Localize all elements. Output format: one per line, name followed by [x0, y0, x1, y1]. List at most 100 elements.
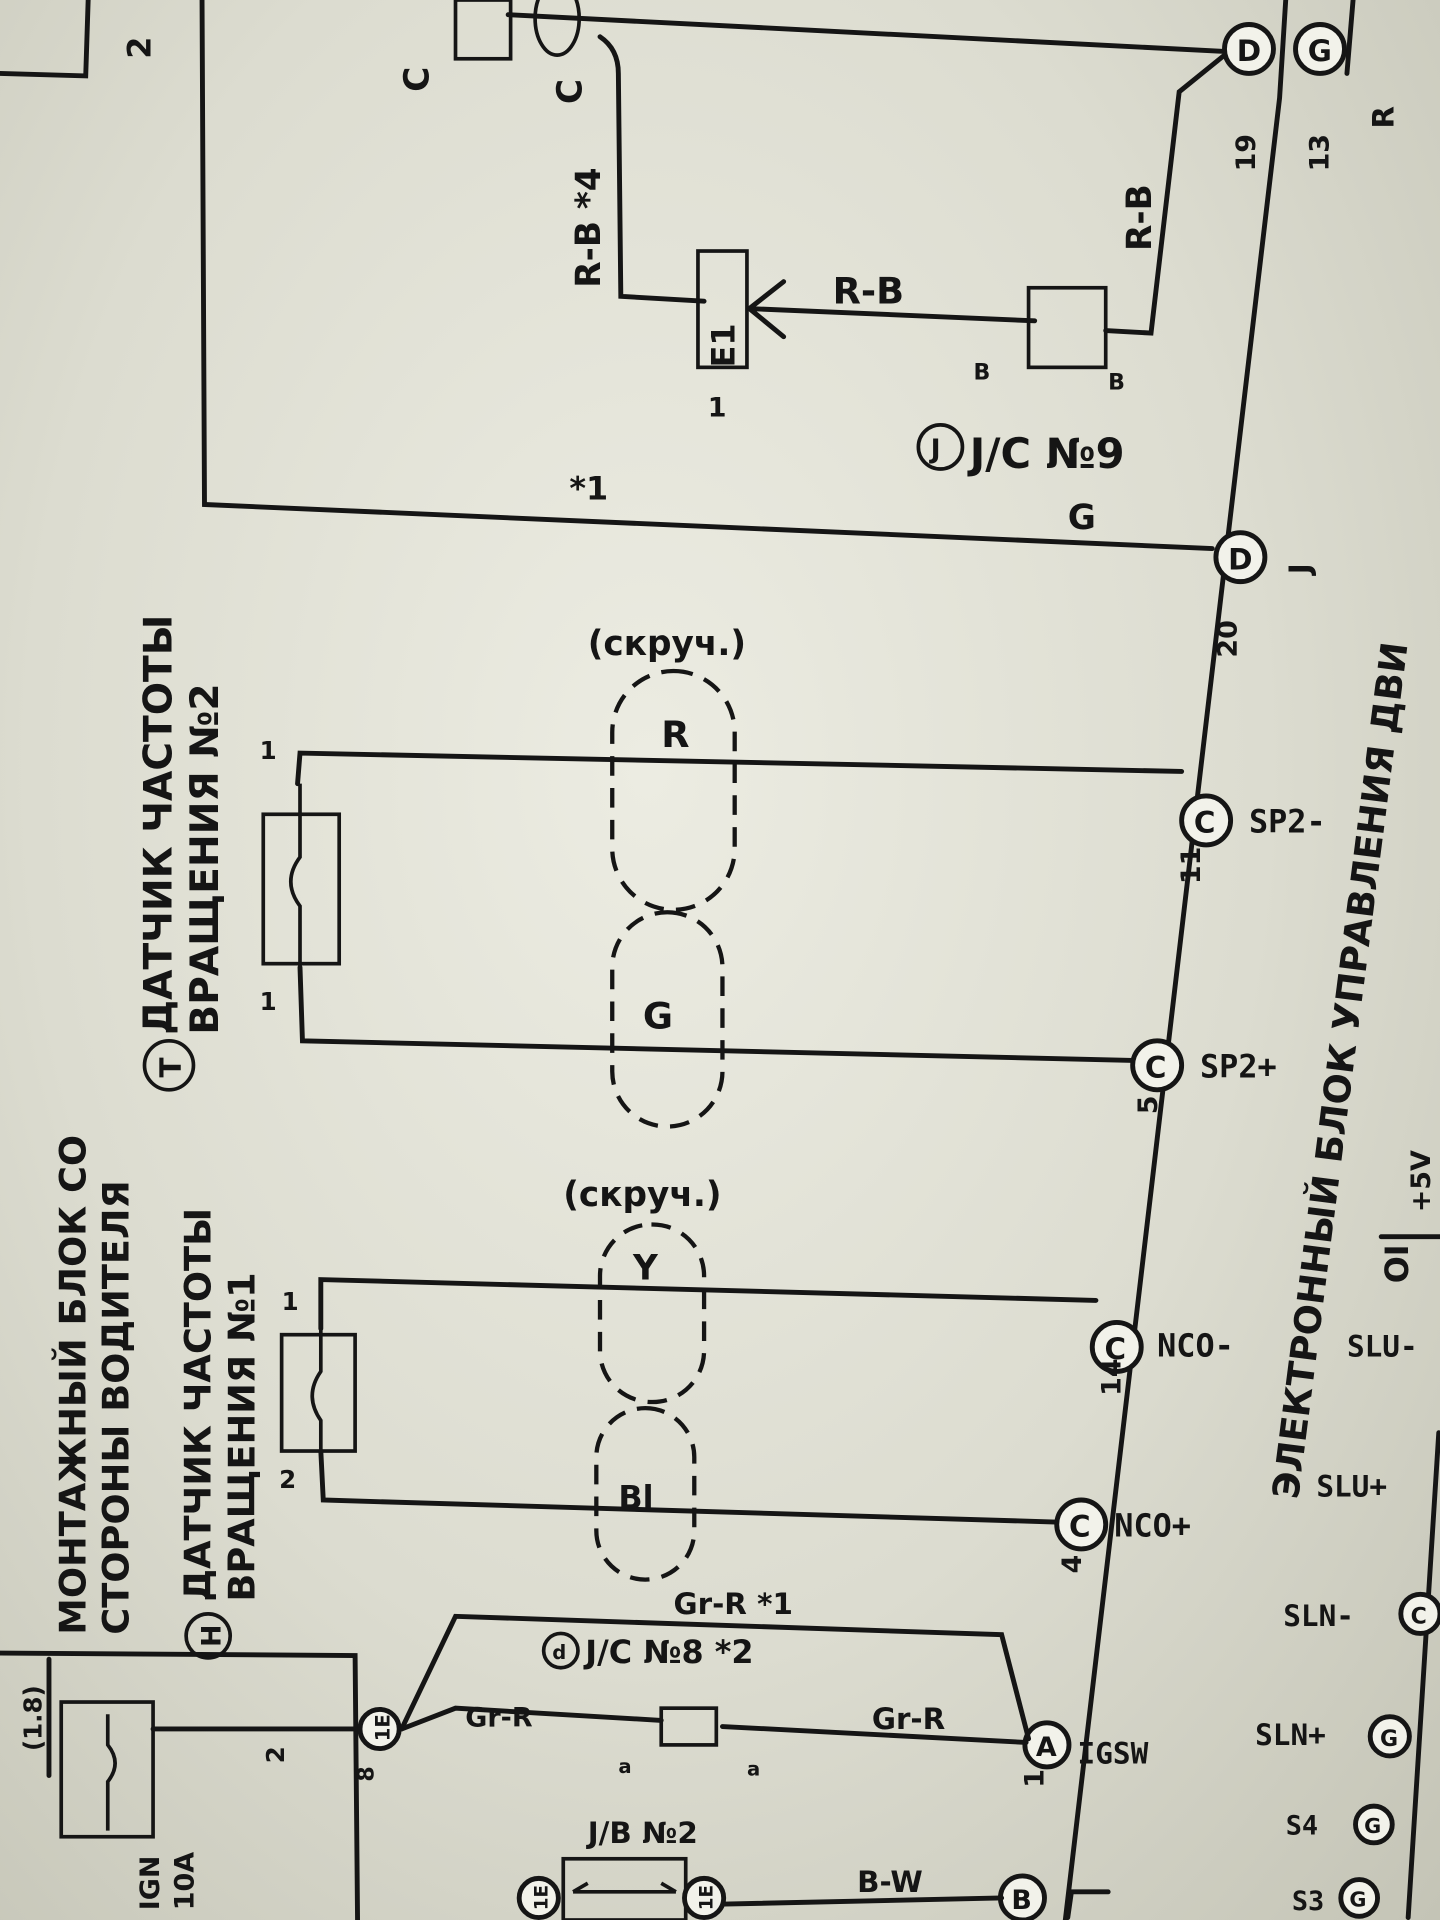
right-misc-label: OI: [1378, 1244, 1416, 1283]
wire-g: [297, 964, 1136, 1063]
jc8-marker: [541, 1631, 580, 1670]
svg-text:D: D: [1228, 542, 1252, 576]
sensor1-label: ДАТЧИК ЧАСТОТЫ: [177, 1208, 220, 1602]
pin-label: 1: [282, 1287, 299, 1316]
junction-block-label: МОНТАЖНЫЙ БЛОК СО: [51, 1135, 95, 1635]
wire-label-grr: Gr-R: [872, 1702, 946, 1736]
wire-bw: [722, 1895, 1005, 1907]
ecu-pin-nco-minus: C 14 NCO-: [1089, 1320, 1234, 1396]
jc8-box: [659, 1706, 719, 1747]
twisted-pair-y: [597, 1222, 707, 1405]
pin-label: 2: [279, 1465, 296, 1494]
wire-g-loop: [199, 0, 1215, 552]
wire-grr-1: [399, 1613, 1032, 1742]
connector-label: G: [1364, 1814, 1381, 1838]
svg-text:NCO-: NCO-: [1157, 1327, 1234, 1365]
pin-label: a: [618, 1755, 631, 1778]
pin-label: a: [747, 1758, 760, 1781]
connector-label: 1E: [697, 1885, 718, 1910]
pin-label: 1: [708, 392, 727, 423]
wire-label-rb: R-B: [833, 270, 905, 313]
ecu-pin-sp2-plus: C 5 SP2+: [1130, 1038, 1277, 1115]
signal-slu-minus: SLU-: [1347, 1330, 1418, 1364]
top-connector-ring: [533, 0, 582, 57]
svg-text:5: 5: [1133, 1096, 1164, 1115]
sensor1-marker: [184, 1612, 233, 1660]
wire-rb-mid: [746, 279, 1038, 340]
right-connector: [1367, 1714, 1412, 1759]
wire-y: [318, 1277, 1099, 1332]
connector-label: G: [1349, 1888, 1366, 1912]
jc9-box: [1026, 285, 1108, 370]
wire-bl: [318, 1448, 1058, 1525]
wire-label-rb: R-B *4: [569, 167, 609, 287]
svg-text:C: C: [1069, 1510, 1091, 1544]
pin-label: 8: [354, 1766, 379, 1781]
wire-label-r: R: [661, 713, 689, 756]
svg-text:C: C: [1145, 1051, 1167, 1085]
svg-text:11: 11: [1176, 847, 1207, 884]
ecu-border-outer: [1344, 0, 1356, 76]
svg-text:SP2+: SP2+: [1200, 1048, 1277, 1086]
wire-label-grr: Gr-R *1: [673, 1587, 792, 1621]
signal-s3: S3: [1292, 1886, 1324, 1917]
svg-text:IGSW: IGSW: [1078, 1736, 1149, 1770]
conn-label: C: [398, 67, 438, 92]
conn-label: C: [551, 79, 591, 104]
fuse-box: [59, 1700, 155, 1839]
wire-rb-right: [1103, 52, 1227, 336]
signal-s4: S4: [1286, 1810, 1318, 1841]
jc8-label: J/C №8 *2: [583, 1633, 753, 1671]
ecu-pin-d20: D 20 J: [1213, 530, 1317, 658]
twisted-pair-bl: [594, 1406, 697, 1582]
svg-text:14: 14: [1096, 1358, 1127, 1395]
svg-text:19: 19: [1231, 134, 1262, 171]
pin-label: B: [973, 361, 990, 386]
pin-label: 1: [260, 736, 277, 765]
svg-text:C: C: [1104, 1332, 1126, 1366]
svg-text:R: R: [1366, 106, 1400, 129]
wire-note: *1: [569, 470, 608, 508]
frame-corner: [0, 0, 91, 79]
sensor1-coil: [310, 1328, 323, 1452]
ecu-pin-d19: D 19: [1222, 22, 1276, 171]
twisted-pair-label: (скруч.): [588, 624, 746, 664]
sensor2-marker-letter: Т: [154, 1058, 188, 1078]
component-e1-label: E1: [705, 323, 743, 367]
wire-label-grr: Gr-R: [465, 1703, 533, 1734]
jc8-marker-letter: d: [552, 1641, 566, 1664]
jb2-box: [561, 1856, 688, 1920]
twisted-pair-label: (скруч.): [563, 1175, 721, 1215]
wire-r: [295, 750, 1185, 787]
wire-label-bw: B-W: [857, 1865, 923, 1899]
svg-text:1: 1: [1019, 1769, 1050, 1788]
jb2-label: J/B №2: [586, 1816, 698, 1850]
jc9-marker-letter: J: [929, 434, 941, 465]
ecu-ground-symbol: [1065, 1889, 1111, 1920]
svg-text:4: 4: [1057, 1555, 1088, 1574]
signal-slu-plus: SLU+: [1316, 1469, 1387, 1503]
wire-rb-left: [597, 34, 707, 304]
svg-text:20: 20: [1213, 620, 1244, 657]
wire-label-y: Y: [632, 1249, 659, 1289]
pin-label: B: [1108, 370, 1125, 395]
ecu-title: ЭЛЕКТРОННЫЙ БЛОК УПРАВЛЕНИЯ ДВИ: [1263, 639, 1416, 1501]
svg-text:C: C: [1194, 806, 1216, 840]
sensor1-box: [279, 1332, 357, 1453]
right-misc-label: +5V: [1406, 1150, 1437, 1212]
svg-text:SP2-: SP2-: [1249, 803, 1326, 841]
sensor2-label: ВРАЩЕНИЯ №2: [183, 683, 228, 1034]
sensor2-marker: [142, 1038, 196, 1092]
junction-block-border: [0, 1650, 360, 1920]
junction-block-label: СТОРОНЫ ВОДИТЕЛЯ: [95, 1180, 138, 1634]
wire-label-bl: Bl: [618, 1479, 653, 1517]
wire-label-g: G: [643, 995, 673, 1038]
right-connector: [1338, 1877, 1380, 1919]
svg-text:D: D: [1237, 34, 1261, 68]
pin-label: 1: [260, 987, 277, 1016]
svg-text:J: J: [1283, 563, 1317, 576]
right-connector: [1398, 1591, 1440, 1636]
fuse-rating: 10A: [169, 1852, 200, 1910]
fuse-icon: [105, 1714, 117, 1831]
